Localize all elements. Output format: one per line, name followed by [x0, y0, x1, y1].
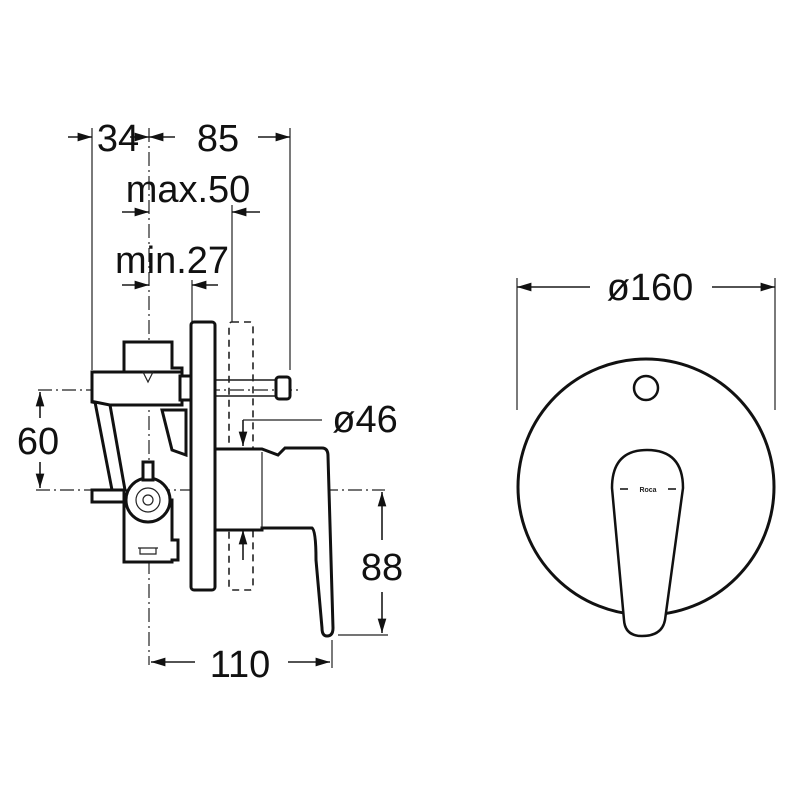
dim-34-label: 34 — [97, 118, 139, 160]
front-view: ø160 Roca — [516, 267, 776, 638]
dim-diameter46-label: ø46 — [332, 399, 397, 441]
dim-diameter160-label: ø160 — [607, 267, 694, 309]
diverter-hole — [632, 374, 660, 402]
valve-body — [90, 340, 292, 564]
dim-110-label: 110 — [210, 644, 271, 686]
dim-60-label: 60 — [17, 421, 59, 463]
lever-handle-side — [213, 446, 335, 638]
dim-max50-label: max.50 — [126, 169, 251, 211]
dim-85-label: 85 — [197, 118, 239, 160]
brand-logo: Roca — [639, 487, 656, 494]
wall-plate — [189, 320, 217, 592]
lever-handle-front — [610, 448, 685, 638]
dim-min27-label: min.27 — [115, 240, 229, 282]
dim-88-label: 88 — [361, 547, 403, 589]
side-view: 34 85 max.50 min.27 60 88 110 ø46 — [17, 118, 403, 686]
